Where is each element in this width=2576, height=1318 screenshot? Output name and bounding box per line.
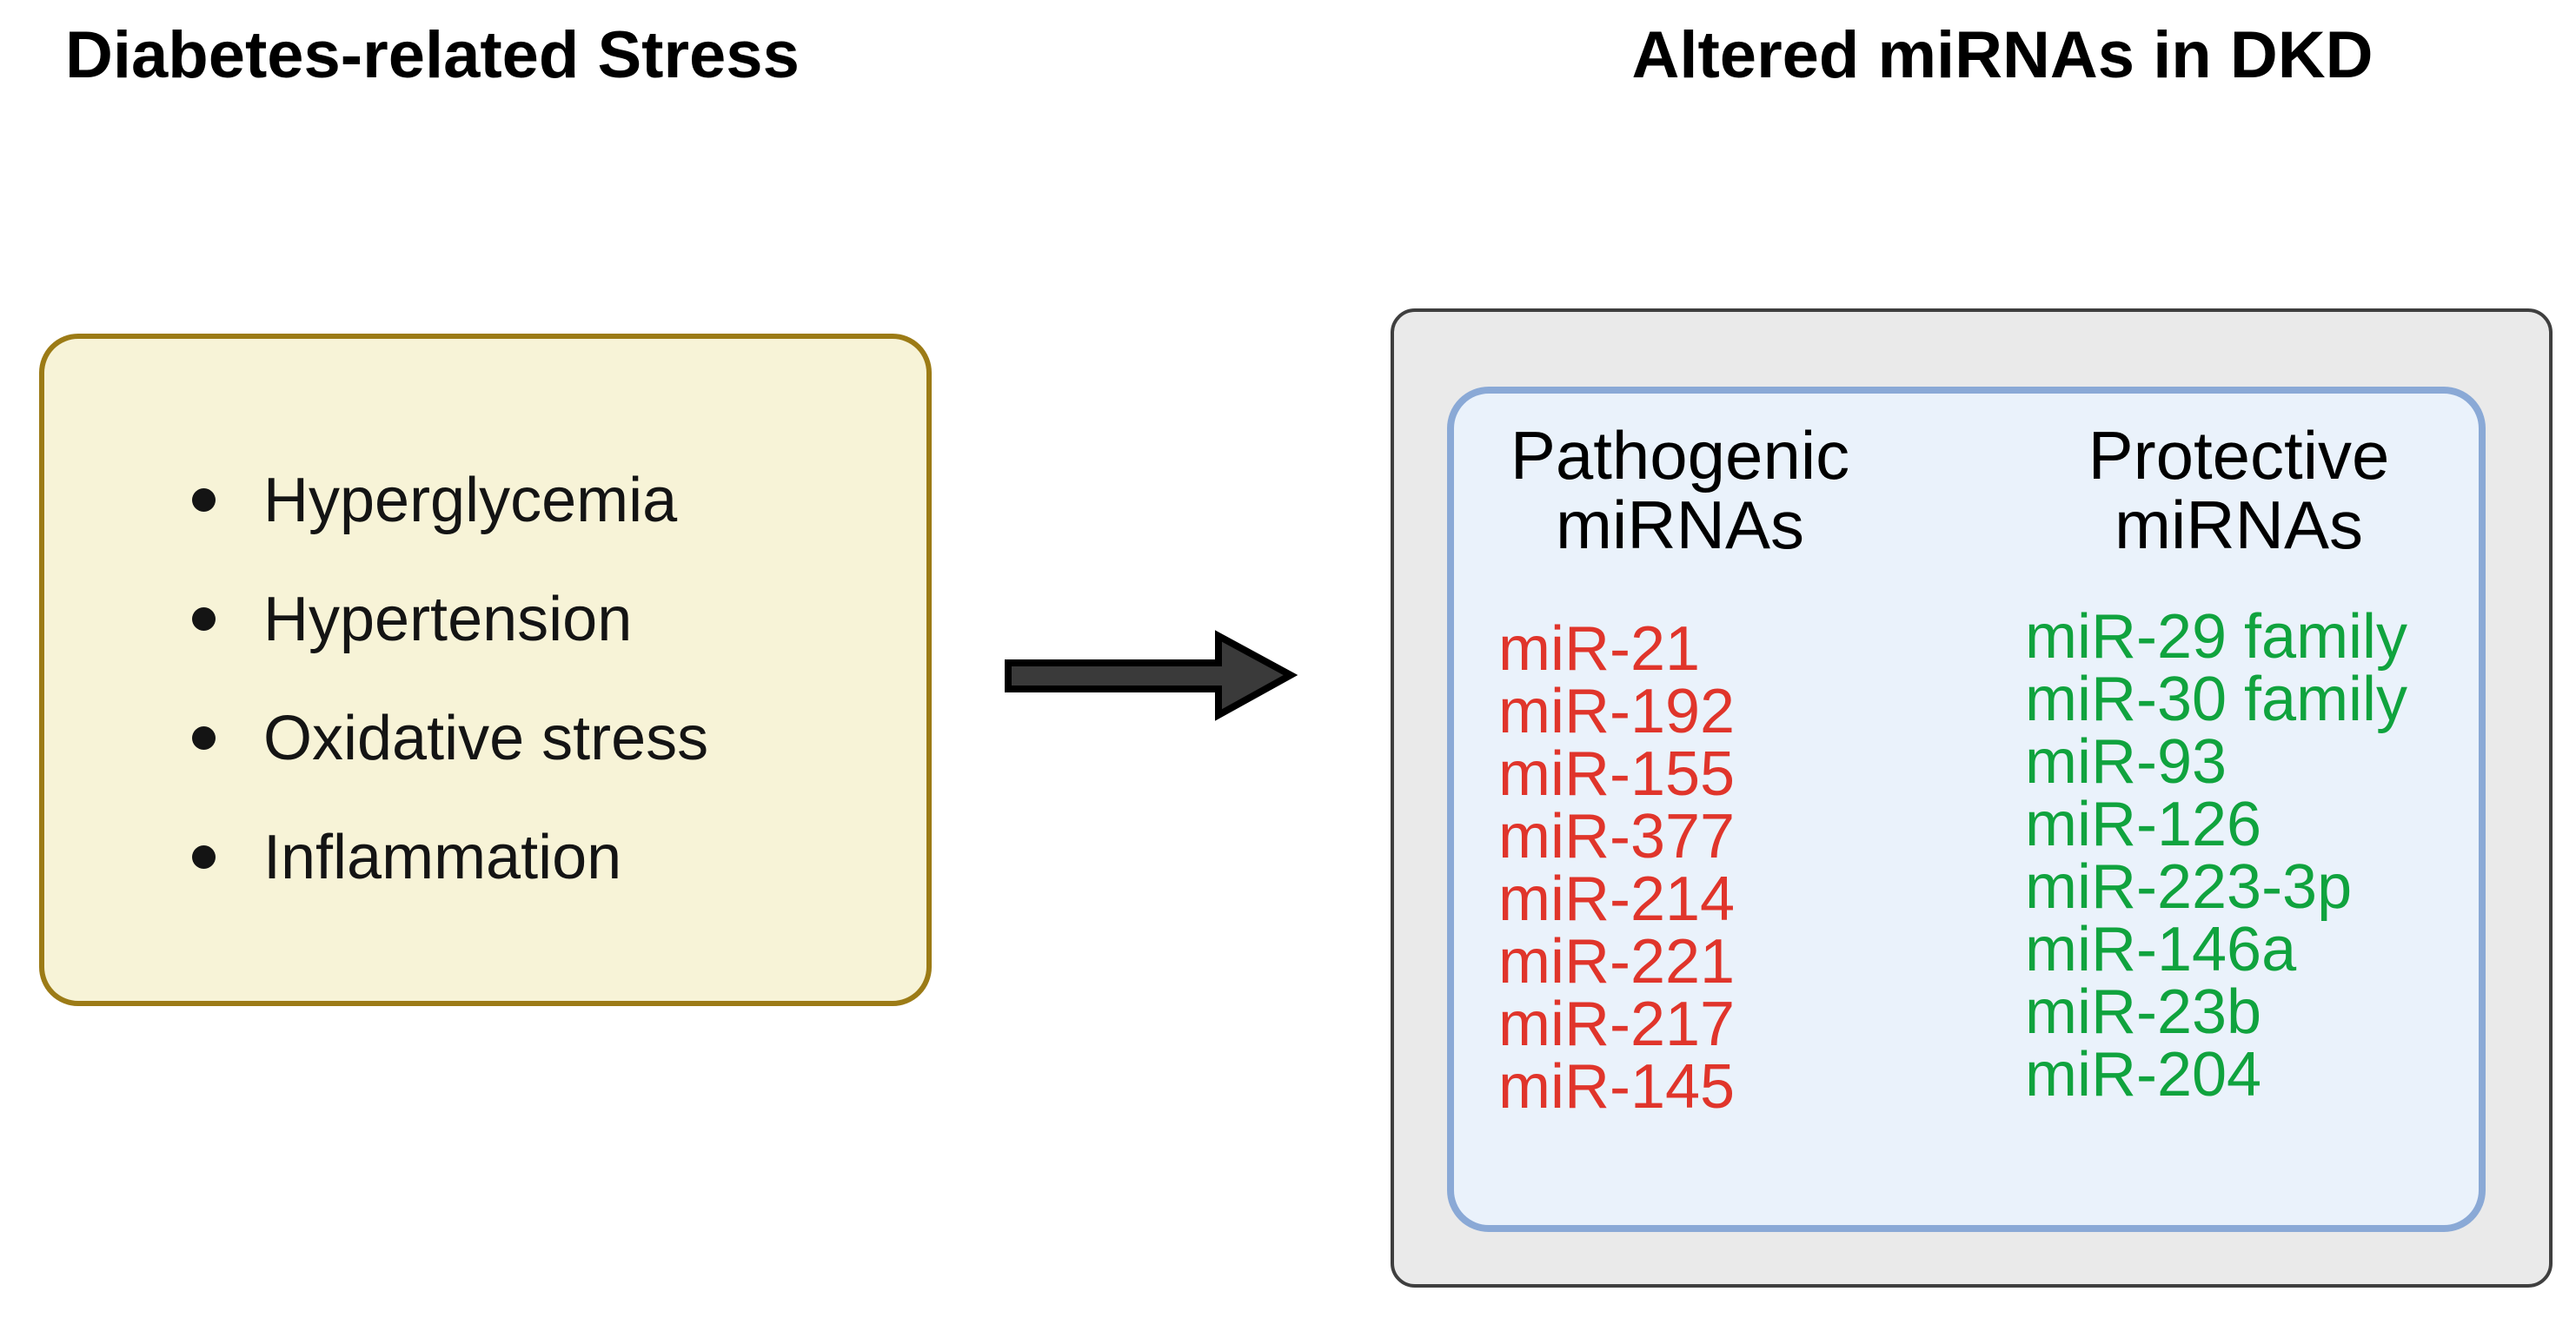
stress-list-item: Oxidative stress: [44, 679, 926, 798]
bullet-icon: [192, 726, 216, 750]
mirna-item: miR-204: [2025, 1040, 2262, 1109]
stress-list-item: Hypertension: [44, 560, 926, 679]
mirna-item: miR-146a: [2025, 915, 2297, 984]
right-panel-title: Altered miRNAs in DKD: [1631, 18, 2374, 92]
mirna-item: miR-223-3p: [2025, 852, 2353, 922]
stress-item-label: Hypertension: [263, 584, 633, 654]
mirna-outer-box: Pathogenic miRNAs Protective miRNAs miR-…: [1391, 308, 2553, 1288]
pathogenic-header-line1: Pathogenic: [1510, 417, 1850, 493]
protective-header: Protective miRNAs: [2013, 421, 2465, 560]
protective-header-line1: Protective: [2088, 417, 2390, 493]
pathogenic-header-line2: miRNAs: [1556, 487, 1804, 563]
stress-list-item: Hyperglycemia: [44, 440, 926, 560]
pathogenic-header: Pathogenic miRNAs: [1454, 421, 1906, 560]
bullet-icon: [192, 845, 216, 869]
stress-box: Hyperglycemia Hypertension Oxidative str…: [39, 334, 932, 1006]
mirna-item: miR-126: [2025, 790, 2262, 859]
stress-item-label: Oxidative stress: [263, 703, 709, 773]
mirna-item: miR-155: [1498, 739, 1736, 809]
stress-item-label: Inflammation: [263, 822, 622, 892]
mirna-item: miR-23b: [2025, 977, 2262, 1047]
mirna-item: miR-221: [1498, 927, 1736, 997]
mirna-item: miR-93: [2025, 727, 2227, 797]
protective-header-line2: miRNAs: [2115, 487, 2363, 563]
stress-list-item: Inflammation: [44, 798, 926, 917]
mirna-item: miR-217: [1498, 990, 1736, 1059]
mirna-item: miR-21: [1498, 614, 1701, 684]
left-panel-title: Diabetes-related Stress: [65, 18, 800, 92]
mirna-item: miR-29 family: [2025, 602, 2408, 672]
mirna-item: miR-377: [1498, 802, 1736, 871]
stress-item-label: Hyperglycemia: [263, 465, 678, 535]
bullet-icon: [192, 488, 216, 512]
protective-mirna-list: miR-29 family miR-30 family miR-93 miR-1…: [2025, 606, 2407, 1106]
mirna-item: miR-214: [1498, 864, 1736, 934]
mirna-item: miR-192: [1498, 677, 1736, 746]
bullet-icon: [192, 607, 216, 631]
mirna-item: miR-145: [1498, 1052, 1736, 1122]
mirna-inner-box: Pathogenic miRNAs Protective miRNAs miR-…: [1447, 387, 2486, 1232]
stress-list: Hyperglycemia Hypertension Oxidative str…: [44, 440, 926, 917]
mirna-item: miR-30 family: [2025, 665, 2408, 734]
right-arrow-icon: [1005, 630, 1298, 721]
pathogenic-mirna-list: miR-21 miR-192 miR-155 miR-377 miR-214 m…: [1498, 618, 1735, 1118]
